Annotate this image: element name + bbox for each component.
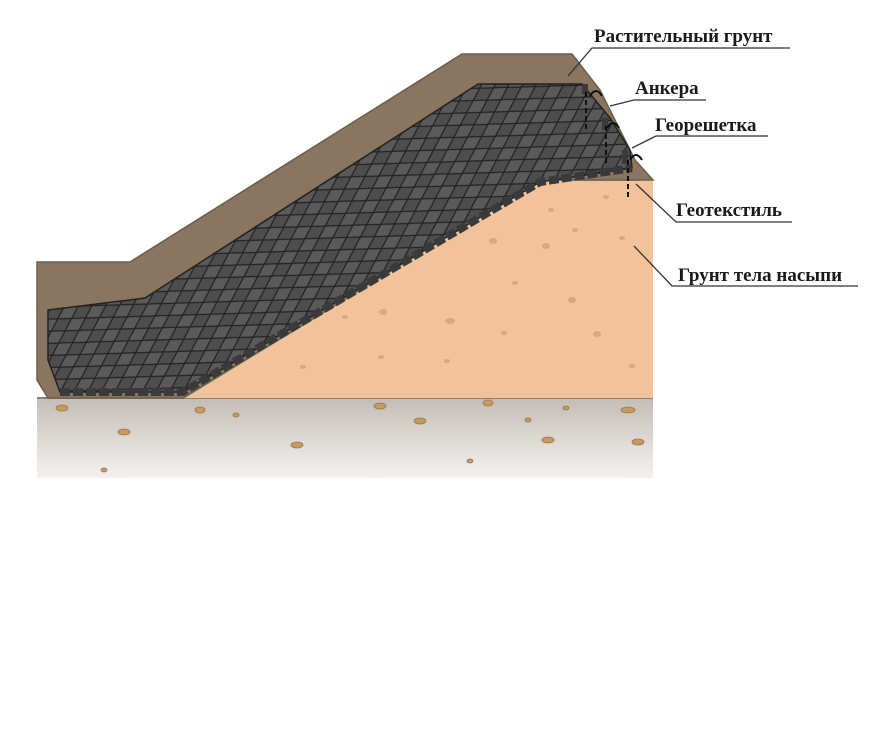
label-embankment-soil: Грунт тела насыпи (678, 265, 842, 286)
leader-topsoil (567, 47, 790, 77)
leader-geogrid (631, 135, 768, 149)
leader-anchors (609, 99, 706, 107)
pebbles (55, 399, 645, 473)
anchor-pins (585, 90, 643, 198)
leader-geotextile (635, 183, 792, 223)
natural-ground (37, 398, 653, 478)
embankment-body (183, 180, 653, 398)
label-geotextile: Геотекстиль (676, 200, 782, 221)
label-geogrid: Георешетка (655, 115, 757, 136)
leader-embankment (633, 245, 858, 287)
leader-lines (567, 47, 858, 287)
label-anchors: Анкера (635, 78, 699, 99)
embankment-specks (300, 195, 635, 369)
label-topsoil: Растительный грунт (594, 26, 773, 47)
